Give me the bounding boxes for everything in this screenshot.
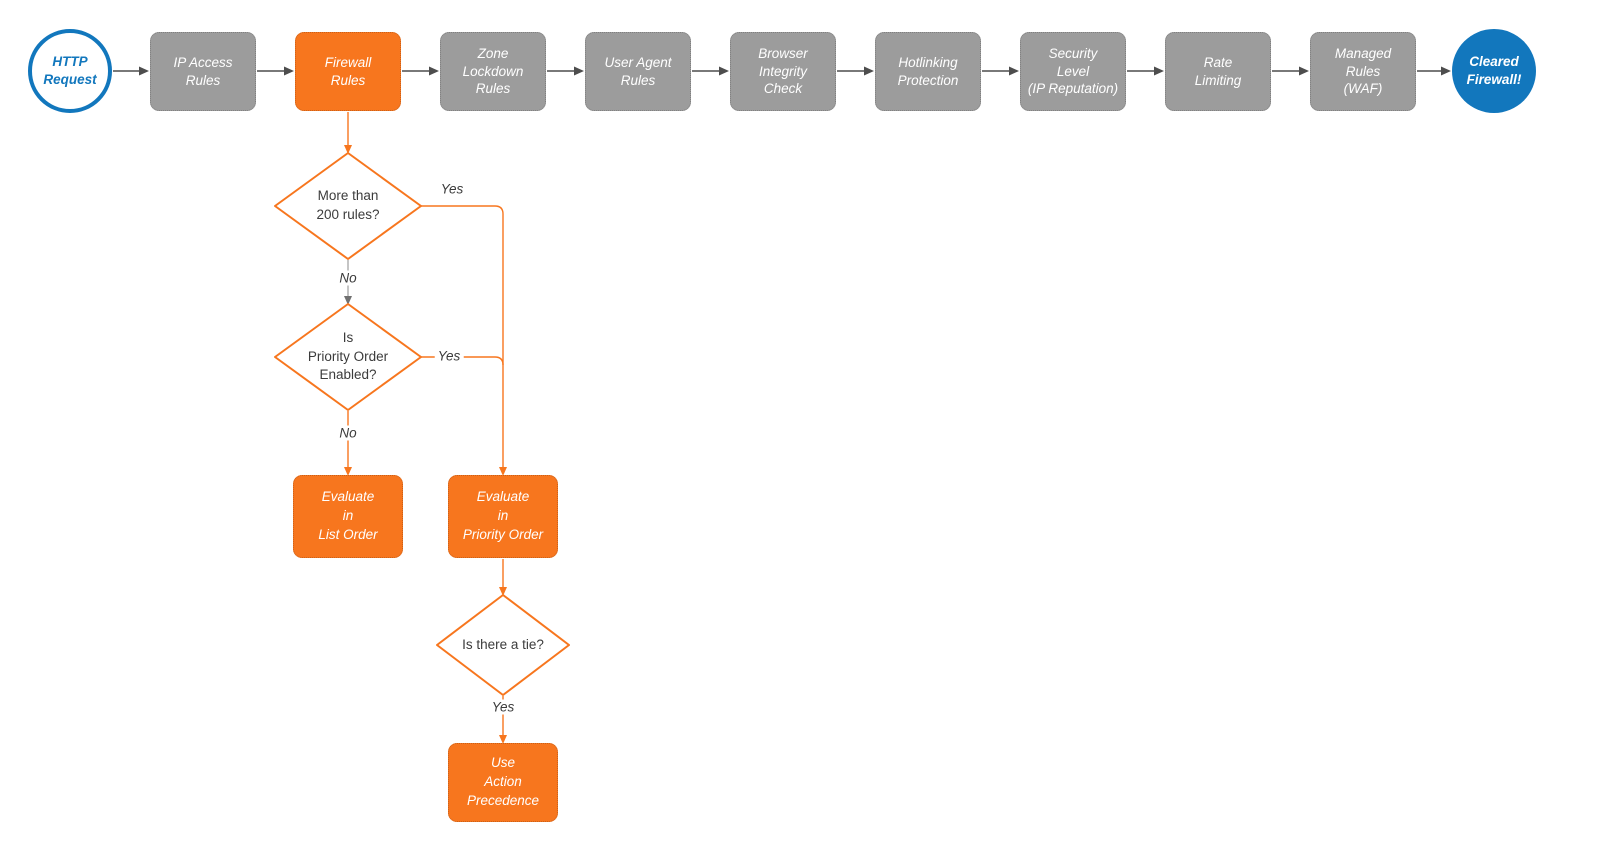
edge-label-yes-decision1: Yes	[437, 181, 467, 197]
edge-label-no-decision1: No	[336, 270, 360, 286]
arrow-decision2-yes-merge	[421, 356, 504, 366]
arrow-ip-access-to-firewall	[257, 66, 294, 76]
end-node-cleared-firewall: Cleared Firewall!	[1452, 29, 1536, 113]
step-label: IP Access Rules	[173, 54, 233, 88]
arrow-hotlinking-to-security-level	[982, 66, 1019, 76]
step-ip-access-rules: IP Access Rules	[150, 32, 256, 111]
decision-more-than-200-rules-shape	[274, 152, 422, 260]
step-browser-integrity-check: Browser Integrity Check	[730, 32, 836, 111]
arrow-security-level-to-rate-limiting	[1127, 66, 1164, 76]
action-use-action-precedence: Use Action Precedence	[448, 743, 558, 822]
step-label: Security Level (IP Reputation)	[1027, 45, 1119, 97]
arrow-start-to-ip-access	[113, 66, 149, 76]
step-label: Browser Integrity Check	[758, 45, 808, 97]
step-label: Managed Rules (WAF)	[1334, 45, 1392, 97]
step-label: Hotlinking Protection	[897, 54, 959, 88]
decision-priority-order-enabled-shape	[274, 303, 422, 411]
edge-label-no-decision2: No	[336, 425, 360, 441]
decision-priority-order-enabled-label: Is Priority Order Enabled?	[307, 330, 389, 383]
step-label: User Agent Rules	[604, 54, 672, 88]
step-user-agent-rules: User Agent Rules	[585, 32, 691, 111]
step-managed-rules-waf: Managed Rules (WAF)	[1310, 32, 1416, 111]
arrow-browser-integrity-to-hotlinking	[837, 66, 874, 76]
arrow-priority-order-to-decision3	[499, 559, 507, 596]
step-rate-limiting: Rate Limiting	[1165, 32, 1271, 111]
step-label: Zone Lockdown Rules	[462, 45, 524, 97]
step-firewall-rules: Firewall Rules	[295, 32, 401, 111]
step-label: Firewall Rules	[324, 54, 372, 88]
action-label: Evaluate in List Order	[318, 489, 378, 542]
start-node-http-request: HTTP Request	[28, 29, 112, 113]
arrow-user-agent-to-browser-integrity	[692, 66, 729, 76]
decision-is-there-a-tie-shape	[436, 594, 570, 696]
start-node-label: HTTP Request	[43, 54, 97, 87]
arrow-firewall-to-zone-lockdown	[402, 66, 439, 76]
edge-label-yes-decision3: Yes	[488, 699, 518, 715]
arrow-decision2-no-to-list-order	[344, 411, 352, 476]
action-label: Evaluate in Priority Order	[462, 489, 544, 542]
arrow-zone-lockdown-to-user-agent	[547, 66, 584, 76]
arrow-managed-rules-to-end	[1417, 66, 1451, 76]
action-evaluate-in-priority-order: Evaluate in Priority Order	[448, 475, 558, 558]
step-label: Rate Limiting	[1194, 54, 1242, 88]
arrow-firewall-to-decision1	[344, 112, 352, 154]
arrow-decision1-yes-to-priority-order	[421, 205, 507, 476]
decision-more-than-200-rules-label: More than 200 rules?	[316, 188, 380, 222]
decision-is-there-a-tie-label: Is there a tie?	[462, 636, 544, 652]
action-label: Use Action Precedence	[466, 755, 540, 808]
step-hotlinking-protection: Hotlinking Protection	[875, 32, 981, 111]
action-evaluate-in-list-order: Evaluate in List Order	[293, 475, 403, 558]
end-node-label: Cleared Firewall!	[1466, 54, 1522, 87]
arrow-rate-limiting-to-managed-rules	[1272, 66, 1309, 76]
step-security-level: Security Level (IP Reputation)	[1020, 32, 1126, 111]
step-zone-lockdown-rules: Zone Lockdown Rules	[440, 32, 546, 111]
edge-label-yes-decision2: Yes	[434, 348, 464, 364]
